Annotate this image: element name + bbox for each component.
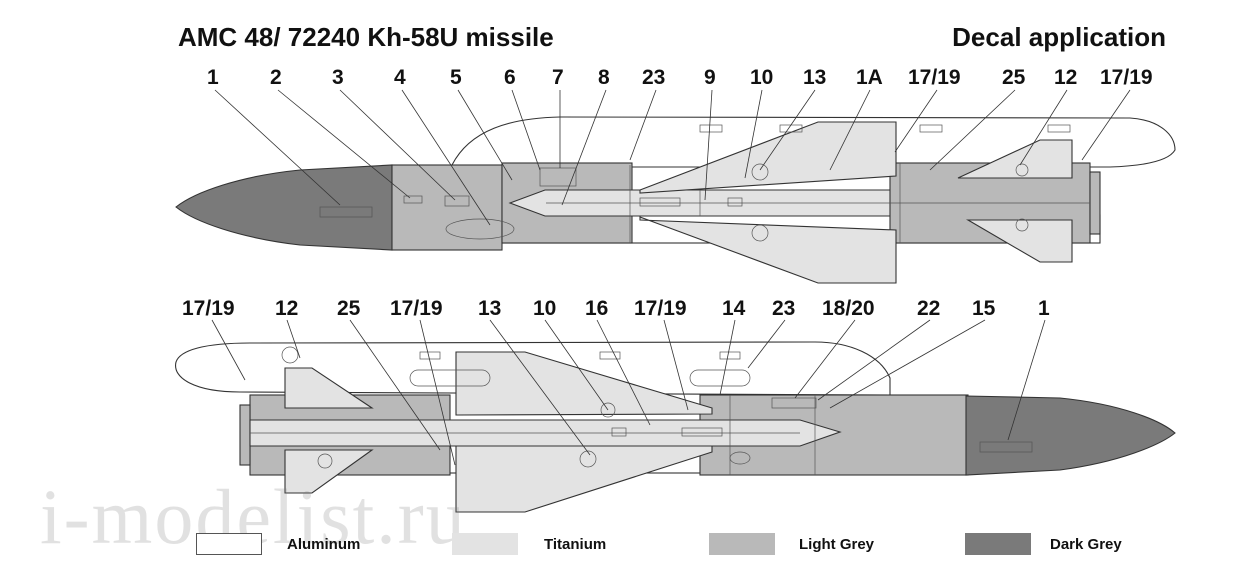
top-lower-wing — [639, 216, 897, 284]
top-upper-wing — [639, 121, 897, 194]
bottom-aft-cap — [239, 404, 251, 466]
top-forward-section — [391, 164, 503, 251]
top-nose-cone — [175, 164, 393, 251]
legend-swatch-dark-grey — [965, 533, 1031, 555]
callouts-top: 1 2 3 4 5 6 7 8 23 9 10 13 1A 17/19 25 1… — [207, 66, 1153, 89]
leader-lines — [211, 89, 1131, 466]
callout-bottom-22: 22 — [917, 297, 940, 320]
callout-top-13: 13 — [803, 66, 826, 89]
callout-bottom-17-19-b: 17/19 — [390, 297, 443, 320]
callout-top-25: 25 — [1002, 66, 1026, 89]
callout-top-1a: 1A — [856, 66, 883, 89]
callout-bottom-17-19-c: 17/19 — [634, 297, 687, 320]
callout-bottom-16: 16 — [585, 297, 608, 320]
callout-top-7: 7 — [552, 66, 564, 89]
callout-top-5: 5 — [450, 66, 462, 89]
top-lower-aft-fin — [965, 219, 1073, 263]
callout-bottom-25: 25 — [337, 297, 361, 320]
callout-top-4: 4 — [394, 66, 406, 89]
legend-label-aluminum: Aluminum — [287, 536, 361, 553]
callout-top-17-19-a: 17/19 — [908, 66, 961, 89]
callouts-bottom: 17/19 12 25 17/19 13 10 16 17/19 14 23 1… — [182, 297, 1050, 320]
legend-swatch-light-grey — [709, 533, 775, 555]
legend-label-light-grey: Light Grey — [799, 536, 875, 553]
title-right: Decal application — [952, 22, 1166, 52]
bottom-nose-cone — [965, 395, 1176, 476]
bottom-upper-aft-fin — [284, 367, 374, 409]
callout-top-23: 23 — [642, 66, 665, 89]
callout-bottom-23: 23 — [772, 297, 795, 320]
title-left: AMC 48/ 72240 Kh-58U missile — [178, 22, 554, 52]
callout-bottom-12: 12 — [275, 297, 298, 320]
legend-swatch-titanium — [452, 533, 518, 555]
callout-top-1: 1 — [207, 66, 219, 89]
callout-bottom-13: 13 — [478, 297, 501, 320]
top-upper-aft-fin — [957, 139, 1073, 179]
legend-label-dark-grey: Dark Grey — [1050, 536, 1122, 553]
callout-top-6: 6 — [504, 66, 516, 89]
callout-top-9: 9 — [704, 66, 716, 89]
callout-top-2: 2 — [270, 66, 282, 89]
callout-bottom-1: 1 — [1038, 297, 1050, 320]
callout-bottom-18-20: 18/20 — [822, 297, 875, 320]
callout-top-10: 10 — [750, 66, 773, 89]
legend-swatch-aluminum — [196, 533, 262, 555]
callout-top-17-19-b: 17/19 — [1100, 66, 1153, 89]
callout-bottom-17-19-a: 17/19 — [182, 297, 235, 320]
bottom-lower-aft-fin — [284, 449, 374, 494]
bottom-lower-wing — [455, 445, 713, 513]
callout-top-3: 3 — [332, 66, 344, 89]
top-aft-cap — [1089, 171, 1101, 235]
callout-bottom-10: 10 — [533, 297, 556, 320]
missile-side-view-bottom — [175, 341, 1176, 513]
callout-top-8: 8 — [598, 66, 610, 89]
callout-top-12: 12 — [1054, 66, 1077, 89]
color-legend: Aluminum Titanium Light Grey Dark Grey — [0, 533, 1240, 559]
callout-bottom-14: 14 — [722, 297, 746, 320]
callout-bottom-15: 15 — [972, 297, 996, 320]
missile-side-view-top — [175, 116, 1176, 284]
legend-label-titanium: Titanium — [544, 536, 607, 553]
